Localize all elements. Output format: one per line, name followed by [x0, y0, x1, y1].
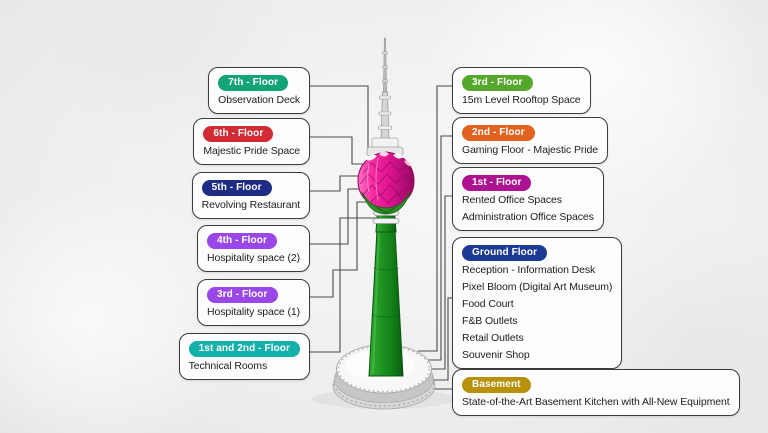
floor-description: Administration Office Spaces [462, 211, 594, 223]
callout-1st-floor: 1st - Floor Rented Office Spaces Adminis… [452, 167, 604, 231]
callout-1st-2nd-floor: 1st and 2nd - Floor Technical Rooms [178, 333, 310, 380]
floor-description: Hospitality space (2) [206, 252, 300, 264]
connector-line [428, 297, 452, 381]
callout-5th-floor: 5th - Floor Revolving Restaurant [191, 172, 310, 219]
floor-badge: 5th - Floor [201, 180, 272, 196]
connector-line [310, 201, 371, 298]
connector-line [310, 217, 377, 353]
floor-badge: Ground Floor [462, 245, 548, 261]
connector-line [310, 175, 364, 192]
base-platform-icon [312, 344, 456, 410]
floor-description: 15m Level Rooftop Space [462, 94, 581, 106]
callout-7th-floor: 7th - Floor Observation Deck [208, 67, 310, 114]
floor-description: Food Court [462, 298, 514, 310]
floor-description: Gaming Floor - Majestic Pride [462, 144, 598, 156]
floor-description: Souvenir Shop [462, 349, 530, 361]
floor-badge: Basement [462, 377, 531, 393]
floor-description: Hospitality space (1) [206, 306, 300, 318]
connector-line [310, 85, 376, 149]
floor-badge: 6th - Floor [203, 126, 274, 142]
floor-description: Pixel Bloom (Digital Art Museum) [462, 281, 613, 293]
floor-description: Retail Outlets [462, 332, 524, 344]
callout-ground-floor: Ground Floor Reception - Information Des… [452, 237, 623, 369]
callout-4th-floor: 4th - Floor Hospitality space (2) [196, 225, 310, 272]
floor-badge: 7th - Floor [218, 75, 289, 91]
floor-badge: 4th - Floor [206, 233, 277, 249]
floor-description: Reception - Information Desk [462, 264, 596, 276]
floor-description: F&B Outlets [462, 315, 518, 327]
callout-3rd-floor-left: 3rd - Floor Hospitality space (1) [196, 279, 310, 326]
floor-description: Revolving Restaurant [201, 199, 300, 211]
callout-3rd-floor-right: 3rd - Floor 15m Level Rooftop Space [452, 67, 591, 114]
floor-badge: 3rd - Floor [462, 75, 533, 91]
tower-stem-icon [368, 229, 404, 377]
antenna-spire-icon [366, 37, 404, 157]
connector-line [310, 136, 371, 165]
connector-line [310, 188, 366, 245]
connector-line [418, 85, 452, 352]
floor-description: Technical Rooms [188, 360, 268, 372]
callout-6th-floor: 6th - Floor Majestic Pride Space [193, 118, 310, 165]
lotus-bud-icon [357, 151, 415, 215]
floor-badge: 1st and 2nd - Floor [188, 341, 300, 357]
floor-badge: 3rd - Floor [206, 287, 278, 303]
floor-description: Observation Deck [218, 94, 300, 106]
callout-2nd-floor: 2nd - Floor Gaming Floor - Majestic Prid… [452, 117, 608, 164]
floor-description: State-of-the-Art Basement Kitchen with A… [462, 396, 730, 408]
callout-basement: Basement State-of-the-Art Basement Kitch… [452, 369, 740, 416]
floor-description: Rented Office Spaces [462, 194, 562, 206]
lotus-tower-illustration [312, 37, 456, 410]
floor-badge: 1st - Floor [462, 175, 532, 191]
floor-description: Majestic Pride Space [203, 145, 300, 157]
floor-badge: 2nd - Floor [462, 125, 535, 141]
